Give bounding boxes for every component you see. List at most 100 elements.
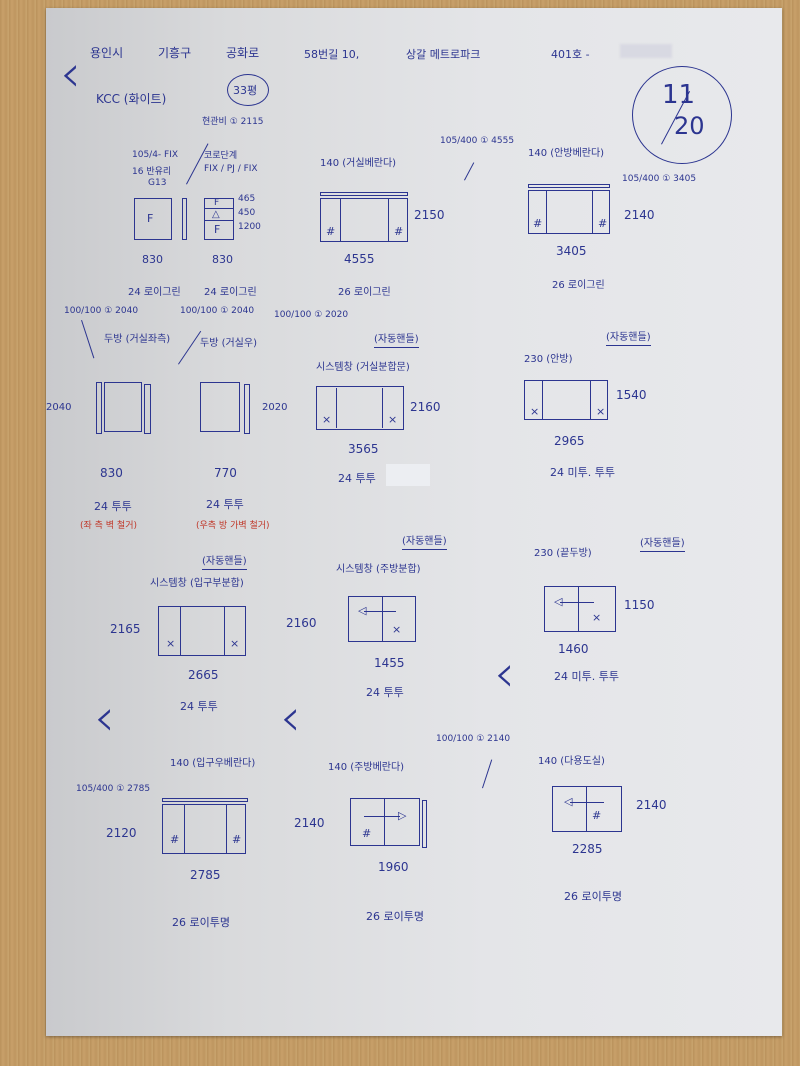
w10-window-sketch (162, 804, 246, 854)
w4-width: 3405 (556, 244, 587, 258)
w6-height: 1540 (616, 388, 647, 402)
w6-handle-note: (자동핸들) (606, 328, 651, 346)
w11-glass-spec: 26 로이투명 (366, 910, 424, 923)
arrow-left-icon: ◁ (554, 595, 563, 608)
address-dong: 공화로 (226, 46, 260, 60)
fixed-glass-mark-icon: # (326, 225, 336, 238)
w3-window-sketch (320, 198, 408, 242)
w10-frame-note: 105/400 ① 2785 (76, 784, 151, 794)
w1-frame-sketch (182, 198, 187, 240)
w1-spec-2: 16 반유리 (132, 167, 172, 177)
area-label: 33평 (233, 84, 258, 97)
w1-window-sketch (134, 198, 172, 240)
w10-height: 2120 (106, 826, 137, 840)
w2-divider (204, 208, 234, 209)
project-open-mark-icon: △ (212, 209, 220, 220)
d2-demolition-note: (우측 방 가벽 철거) (196, 521, 270, 531)
w4-window-sketch (528, 190, 610, 234)
w6-title: 230 (안방) (524, 354, 573, 365)
w11-height: 2140 (294, 816, 325, 830)
w1-width: 830 (142, 253, 163, 266)
w9-glass-spec: 24 미투. 투투 (554, 670, 619, 683)
w4-frame-note: 105/400 ① 3405 (622, 174, 697, 184)
left-chevron-mark: ‹ (60, 44, 81, 104)
brand-label: KCC (화이트) (96, 92, 167, 106)
w8-width: 1455 (374, 656, 405, 670)
w9-height: 1150 (624, 598, 655, 612)
w7-mullion (224, 606, 225, 656)
left-chevron-mark: ‹ (280, 688, 301, 748)
w10-mullion (184, 804, 185, 854)
w10-mullion (226, 804, 227, 854)
w11-width: 1960 (378, 860, 409, 874)
w1-spec-1: 105/4- FIX (132, 150, 179, 160)
w11-window-sketch (350, 798, 420, 846)
d2-door-sketch (200, 382, 240, 432)
w6-window-sketch (524, 380, 608, 420)
w5-mullion (382, 388, 383, 428)
w4-outer-frame (528, 184, 610, 188)
fixed-glass-mark-icon: # (598, 217, 608, 230)
d1-door-sketch (104, 382, 142, 432)
w3-width: 4555 (344, 252, 375, 266)
sliding-mark-icon: × (166, 637, 176, 650)
w8-slide-arrow (364, 611, 396, 612)
d2-width: 770 (214, 466, 237, 480)
w2-height-1: 465 (238, 194, 256, 204)
area-circle (227, 74, 269, 106)
w11-slide-arrow (364, 816, 400, 817)
w9-width: 1460 (558, 642, 589, 656)
leader-stroke (464, 162, 475, 181)
w5-mullion (336, 388, 337, 428)
w10-glass-spec: 26 로이투명 (172, 916, 230, 929)
fixed-glass-mark-icon: # (170, 833, 180, 846)
left-chevron-mark: ‹ (494, 644, 515, 704)
w2-window-sketch (204, 198, 234, 240)
d1-title: 두방 (거실좌측) (104, 334, 171, 345)
arrow-right-icon: ▷ (398, 809, 407, 822)
w6-glass-spec: 24 미투. 투투 (550, 466, 615, 479)
fix-mark-icon: F (147, 212, 154, 225)
w5-frame-note: 100/100 ① 2020 (274, 310, 349, 320)
w5-glass-spec: 24 투투 (338, 472, 376, 485)
w9-handle-note: (자동핸들) (640, 534, 685, 552)
w5-width: 3565 (348, 442, 379, 456)
d1-height: 2040 (46, 402, 72, 413)
w7-handle-note: (자동핸들) (202, 552, 247, 570)
w4-height: 2140 (624, 208, 655, 222)
w11-mullion (384, 798, 385, 846)
w12-title: 140 (다용도실) (538, 756, 605, 767)
sliding-mark-icon: × (596, 405, 606, 418)
sliding-mark-icon: × (392, 623, 402, 636)
paper-sheet: ‹ 용인시 기흥구 공화로 58번길 10, 상갈 메트로파크 401호 - K… (46, 8, 782, 1036)
w9-mullion (578, 586, 579, 632)
w4-mullion (592, 190, 593, 234)
w12-height: 2140 (636, 798, 667, 812)
w5-height: 2160 (410, 400, 441, 414)
w7-mullion (180, 606, 181, 656)
address-building: 상갈 메트로파크 (406, 48, 481, 61)
w9-title: 230 (끝두방) (534, 548, 592, 559)
w8-handle-note: (자동핸들) (402, 532, 447, 550)
fixed-glass-mark-icon: # (362, 827, 372, 840)
redacted-region (620, 44, 672, 58)
d1-width: 830 (100, 466, 123, 480)
sliding-mark-icon: × (592, 611, 602, 624)
arrow-left-icon: ◁ (358, 604, 367, 617)
sliding-mark-icon: × (530, 405, 540, 418)
w2-spec: FIX / PJ / FIX (204, 164, 258, 174)
d1-frame-left (96, 382, 102, 434)
w10-title: 140 (입구우베란다) (170, 758, 256, 769)
d1-demolition-note: (좌 측 벽 철거) (80, 521, 138, 531)
d1-frame-note: 100/100 ① 2040 (64, 306, 139, 316)
d1-glass-spec: 24 투투 (94, 500, 132, 513)
fixed-glass-mark-icon: # (533, 217, 543, 230)
w1-glass-spec: 24 로이그린 (128, 287, 181, 298)
sliding-mark-icon: × (388, 413, 398, 426)
sliding-mark-icon: × (230, 637, 240, 650)
address-district: 기흥구 (158, 46, 192, 60)
w3-height: 2150 (414, 208, 445, 222)
w8-title: 시스템창 (주방분합) (336, 564, 421, 575)
w10-outer-frame (162, 798, 248, 802)
w8-glass-spec: 24 투투 (366, 686, 404, 699)
